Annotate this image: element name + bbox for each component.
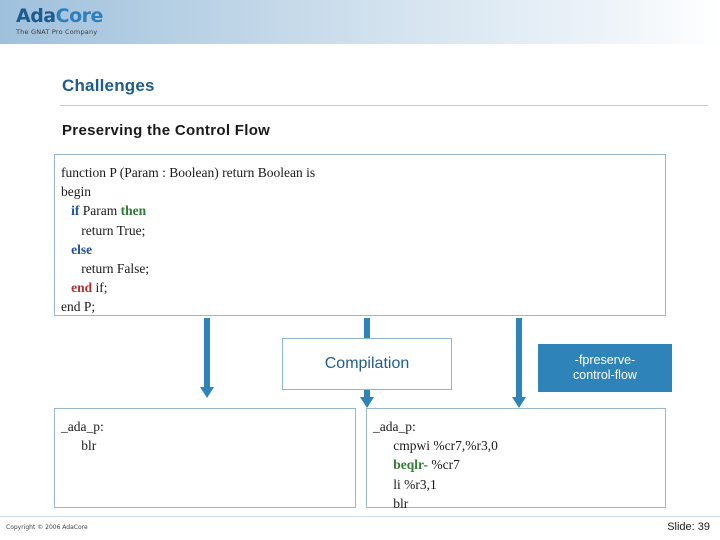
- assembly-left-token: _ada_p:: [61, 419, 104, 434]
- source-code-line: return True;: [61, 221, 665, 240]
- source-code-token: True;: [113, 222, 146, 238]
- source-code-token: begin: [61, 184, 91, 200]
- arrow-left-down: [200, 318, 214, 398]
- page-title: Challenges: [62, 76, 155, 95]
- assembly-left-line: _ada_p:: [61, 417, 355, 436]
- assembly-right-token: cmpwi %cr7,%r3,0: [373, 438, 498, 454]
- flag-line-1: -fpreserve-: [574, 353, 636, 367]
- copyright-text: Copyright © 2006 AdaCore: [6, 524, 88, 531]
- logo-wordmark: AdaCore: [16, 6, 136, 26]
- title-divider: [60, 105, 708, 106]
- assembly-right-line: cmpwi %cr7,%r3,0: [373, 436, 665, 455]
- assembly-right-line: beqlr- %cr7: [373, 455, 665, 474]
- assembly-right-token: _ada_p:: [373, 419, 416, 434]
- compilation-box: Compilation: [282, 338, 452, 390]
- assembly-box-with-flag: _ada_p: cmpwi %cr7,%r3,0 beqlr- %cr7 li …: [366, 408, 666, 511]
- logo-text-core: Core: [55, 5, 104, 27]
- arrow-right-down: [512, 318, 526, 408]
- assembly-box-without-flag: _ada_p: blr: [54, 408, 356, 508]
- source-code-token: then: [120, 203, 147, 219]
- source-code-line: if Param then: [61, 201, 665, 220]
- source-code-token: [61, 203, 71, 218]
- source-code-line: else: [61, 240, 665, 259]
- source-code-token: end: [71, 280, 93, 296]
- assembly-right-token: [373, 457, 393, 472]
- header-banner-gradient: [0, 0, 720, 44]
- source-code-line: end P;: [61, 297, 665, 316]
- source-code-line: end if;: [61, 278, 665, 297]
- page-subtitle: Preserving the Control Flow: [62, 122, 271, 139]
- arrow-middle-down: [360, 318, 374, 338]
- assembly-left-token: blr: [61, 438, 97, 454]
- assembly-left-line: blr: [61, 436, 355, 455]
- source-code-token: [61, 242, 71, 257]
- assembly-right-line: li %r3,1: [373, 475, 665, 494]
- assembly-right-token: blr: [373, 495, 409, 511]
- source-code-token: else: [71, 241, 93, 257]
- header-banner: AdaCore The GNAT Pro Company: [0, 0, 720, 44]
- source-code-token: return: [61, 222, 114, 238]
- adacore-logo: AdaCore The GNAT Pro Company: [16, 6, 136, 36]
- source-code-token: Param: [79, 203, 121, 219]
- assembly-right-line: _ada_p:: [373, 417, 665, 436]
- source-code-token: [61, 280, 71, 295]
- source-code-line: return False;: [61, 259, 665, 278]
- source-code-line: function P (Param : Boolean) return Bool…: [61, 163, 665, 182]
- flag-line-2: control-flow: [573, 368, 637, 382]
- source-code-token: return False;: [61, 261, 150, 277]
- assembly-right-token: %cr7: [428, 457, 460, 473]
- slide-number: Slide: 39: [667, 521, 710, 533]
- source-code-token: if;: [92, 280, 108, 296]
- arrow-middle-down-lower: [360, 390, 374, 408]
- source-code-token: function P (Param : Boolean) return Bool…: [61, 165, 316, 180]
- logo-text-ada: Ada: [16, 5, 56, 27]
- logo-tagline: The GNAT Pro Company: [16, 28, 98, 36]
- assembly-right-line: blr: [373, 494, 665, 513]
- assembly-right-token: li %r3,1: [373, 476, 437, 492]
- source-code-box: function P (Param : Boolean) return Bool…: [54, 154, 666, 316]
- footer-divider: [0, 516, 720, 517]
- compiler-flag-badge: -fpreserve- control-flow: [538, 344, 672, 392]
- source-code-token: end P;: [61, 299, 96, 315]
- source-code-token: if: [71, 203, 80, 219]
- source-code-line: begin: [61, 182, 665, 201]
- assembly-right-token: beqlr-: [393, 457, 428, 473]
- compilation-label: Compilation: [324, 355, 410, 372]
